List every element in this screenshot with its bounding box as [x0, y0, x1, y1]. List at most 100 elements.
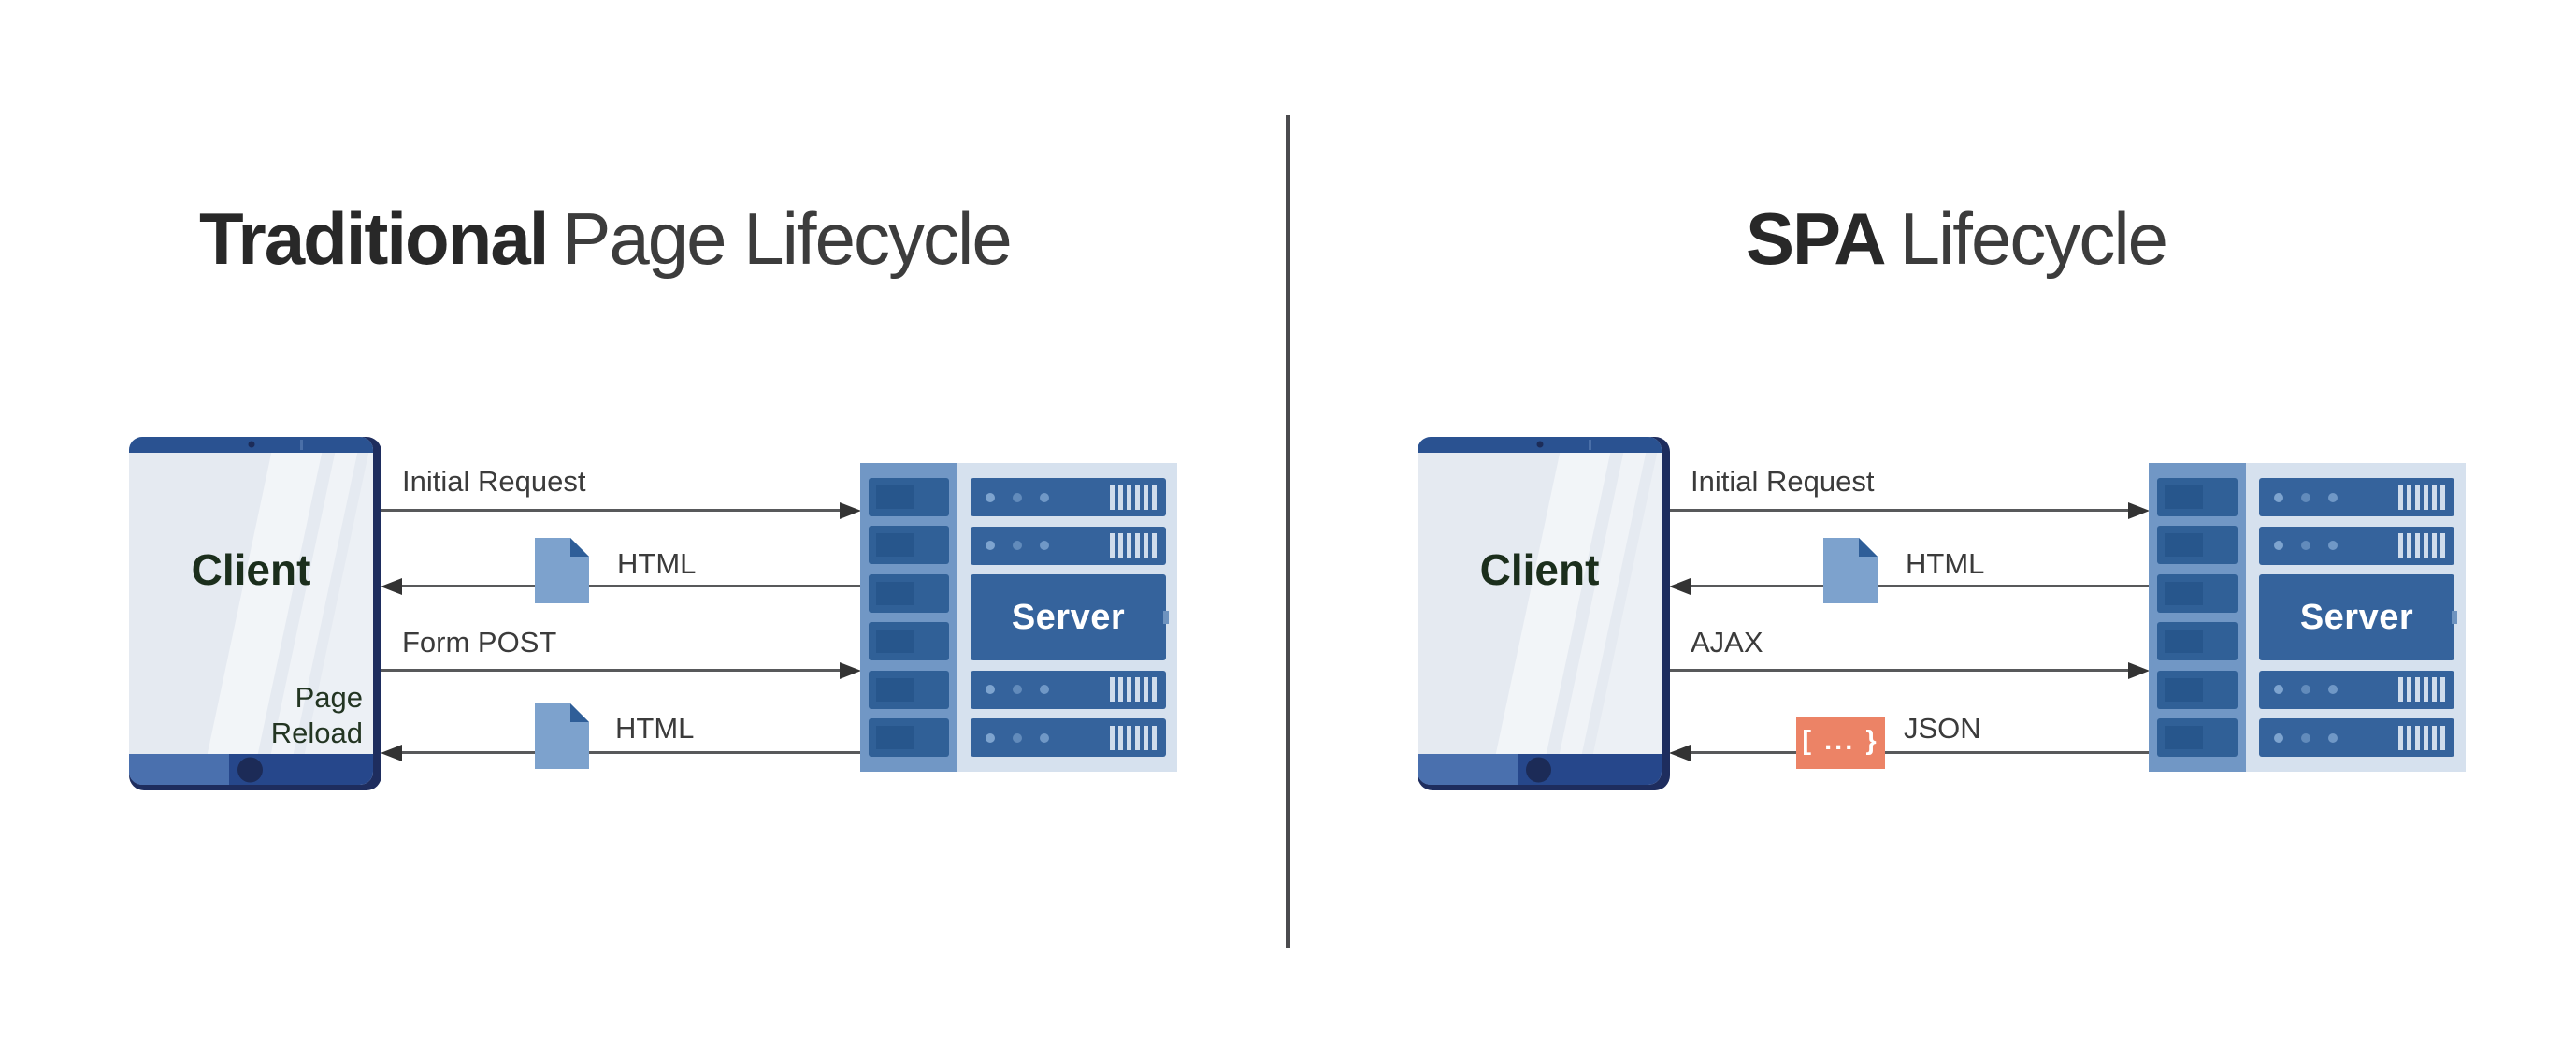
tablet-top-bar	[1418, 437, 1662, 453]
arrow-ajax	[1670, 661, 2150, 679]
document-icon	[1823, 538, 1878, 603]
panel-divider	[1286, 115, 1290, 948]
status-led-icons	[986, 492, 1049, 502]
server-drive-bay	[2157, 670, 2238, 709]
status-led-icons	[986, 541, 1049, 550]
arrow-initial-request	[1670, 501, 2150, 519]
arrowhead-left-icon	[1669, 577, 1691, 595]
arrow-response-json	[1669, 744, 2149, 761]
status-led-icons	[2274, 541, 2338, 550]
client-device	[1418, 437, 1670, 790]
camera-dot-icon	[248, 441, 254, 448]
document-icon	[535, 703, 589, 769]
top-bar-tick	[1588, 440, 1591, 450]
arrowhead-right-icon	[840, 501, 861, 519]
arrowhead-right-icon	[2128, 661, 2150, 679]
status-led-icons	[2274, 492, 2338, 502]
top-bar-tick	[299, 440, 303, 450]
server-drive-bay	[869, 526, 949, 565]
arrow-response-html-2	[381, 744, 860, 761]
server-side-strip	[2149, 463, 2246, 772]
client-device	[129, 437, 381, 790]
client-label: Client	[1479, 545, 1600, 594]
vent-slats-icon	[1110, 485, 1157, 510]
status-led-icons	[2274, 685, 2338, 694]
rack-unit	[971, 718, 1166, 757]
server-drive-bay	[2157, 526, 2238, 565]
tablet-screen	[1418, 453, 1662, 754]
vent-slats-icon	[2398, 677, 2445, 702]
tablet-bottom-bar	[1418, 754, 1662, 785]
title-bold: Traditional	[199, 197, 549, 281]
server-rack: Server	[860, 463, 1177, 772]
arrow-initial-request	[381, 501, 861, 519]
vent-slats-icon	[2398, 725, 2445, 750]
server-rack-panel: Server	[2246, 463, 2466, 772]
client-label: Client	[191, 545, 311, 594]
server-name-unit: Server	[2259, 574, 2454, 660]
ajax-label: AJAX	[1691, 626, 1763, 659]
json-response-label: JSON	[1904, 712, 1981, 745]
arrow-response-html	[1669, 577, 2149, 595]
server-drive-bay	[2157, 717, 2238, 757]
form-post-label: Form POST	[402, 626, 557, 659]
bottom-bar-accent	[1418, 754, 1518, 785]
vent-slats-icon	[2398, 485, 2445, 510]
server-drive-bay	[2157, 478, 2238, 516]
home-button-icon	[1526, 757, 1551, 782]
rack-unit	[2259, 718, 2454, 757]
html-response-label: HTML	[617, 547, 697, 580]
arrow-response-html-1	[381, 577, 860, 595]
vent-slats-icon	[1110, 677, 1157, 702]
title-bold: SPA	[1746, 197, 1887, 281]
arrowhead-left-icon	[381, 577, 402, 595]
server-drive-bay	[869, 717, 949, 757]
vent-slats-icon	[1110, 725, 1157, 750]
rack-unit	[2259, 526, 2454, 565]
server-rack: Server	[2149, 463, 2466, 772]
arrowhead-right-icon	[2128, 501, 2150, 519]
server-name-unit: Server	[971, 574, 1166, 660]
tablet-face	[129, 437, 373, 785]
status-led-icons	[986, 732, 1049, 743]
vent-slats-icon	[1110, 533, 1157, 558]
json-badge: [ ... }	[1796, 717, 1885, 769]
server-side-strip	[860, 463, 957, 772]
camera-dot-icon	[1536, 441, 1543, 448]
server-rack-panel: Server	[957, 463, 1177, 772]
rack-unit	[971, 526, 1166, 565]
page-reload-line2: Reload	[270, 716, 363, 749]
server-drive-bay	[869, 622, 949, 661]
server-label: Server	[1011, 597, 1126, 637]
server-drive-bay	[869, 478, 949, 516]
status-led-icons	[986, 685, 1049, 694]
vent-slats-icon	[2398, 533, 2445, 558]
arrowhead-right-icon	[840, 661, 861, 679]
rack-unit	[2259, 478, 2454, 516]
rack-unit	[971, 478, 1166, 516]
initial-request-label: Initial Request	[1691, 465, 1875, 498]
arrow-form-post	[381, 661, 861, 679]
status-led-icons	[2274, 732, 2338, 743]
arrowhead-left-icon	[1669, 744, 1691, 761]
home-button-icon	[237, 757, 263, 782]
tablet-face	[1418, 437, 1662, 785]
server-drive-bay	[2157, 622, 2238, 661]
server-drive-bay	[2157, 573, 2238, 613]
rack-unit	[2259, 670, 2454, 709]
html-response-label-2: HTML	[615, 712, 695, 745]
server-drive-bay	[869, 573, 949, 613]
server-drive-bay	[869, 670, 949, 709]
bottom-bar-accent	[129, 754, 229, 785]
document-icon	[535, 538, 589, 603]
rack-unit	[971, 670, 1166, 709]
page-reload-line1: Page	[295, 681, 363, 714]
tablet-bottom-bar	[129, 754, 373, 785]
server-label: Server	[2299, 597, 2414, 637]
page-reload-note: Page Reload	[234, 680, 363, 751]
